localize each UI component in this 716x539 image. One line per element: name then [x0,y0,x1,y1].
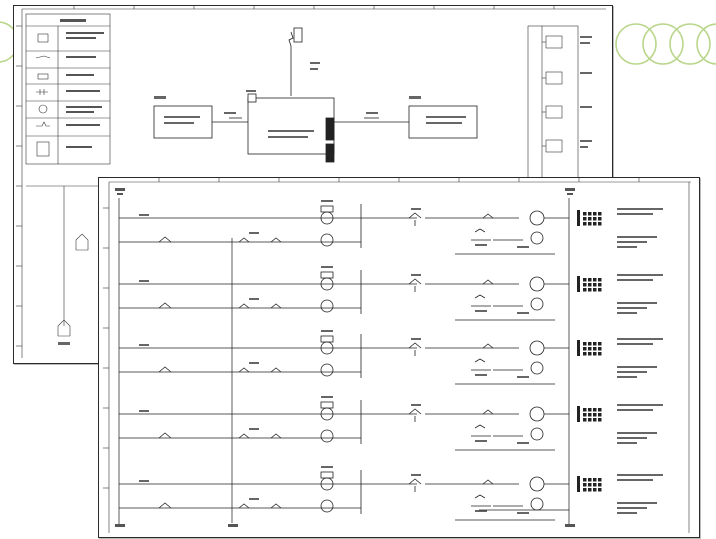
incoming-feed [288,31,294,96]
contact-icon [320,401,334,409]
contact-icon [320,471,334,479]
transformer-icon [36,89,48,95]
ring-right-2 [642,23,684,65]
contact-icon [320,335,334,343]
motor-icon [530,427,544,441]
terminal-block [577,340,602,356]
right-panel-text-bars [580,36,592,148]
front-frame-ruler [103,178,691,533]
coil-icon [320,363,334,377]
back-frame-ruler [16,6,606,358]
ring-right-1 [615,23,657,65]
legend-text-bars [60,19,104,148]
coil-icon [320,299,334,313]
contact-icon [320,271,334,279]
rung [119,266,663,321]
rung [119,466,663,521]
block-center [247,97,335,155]
back-sheet-drawing [16,6,606,358]
relay-icon [36,121,50,127]
legend-panel [25,13,111,165]
motor-icon [530,497,544,511]
terminal-block [577,276,602,292]
back-lower-left [26,185,98,337]
coil-icon [320,233,334,247]
ring-right-4 [696,23,716,65]
terminal-block [577,406,602,422]
motor-icon [529,340,545,356]
meter-icon [36,141,50,157]
one-line-text-bars [154,62,466,138]
motor-icon [529,210,545,226]
motor-icon [529,476,545,492]
rung-text [139,330,663,378]
contact-icon [320,205,334,213]
terminal-block [577,210,602,226]
rung-text [139,200,663,248]
rung [119,396,663,451]
motor-icon [530,231,544,245]
motor-icon [530,361,544,375]
motor-icon [529,276,545,292]
right-terminal-panel [527,25,579,182]
breaker-icon [37,33,49,43]
terminal-block [577,476,602,492]
motor-icon [38,104,48,114]
motor-icon [530,297,544,311]
rung-text [139,466,663,514]
rail-labels [115,188,575,527]
front-sheet [98,177,700,538]
motor-icon [529,406,545,422]
rung [119,200,663,255]
switch-icon [35,55,51,59]
coil-icon [320,429,334,443]
front-sheet-drawing [103,178,691,533]
ring-right-3 [669,23,711,65]
front-rails [118,198,570,526]
coil-icon [320,499,334,513]
rung [119,330,663,385]
one-line-diagram [153,27,478,163]
fuse-icon [37,73,49,80]
rung-text [139,396,663,444]
rung-text [139,266,663,314]
rungs-group [119,200,663,521]
